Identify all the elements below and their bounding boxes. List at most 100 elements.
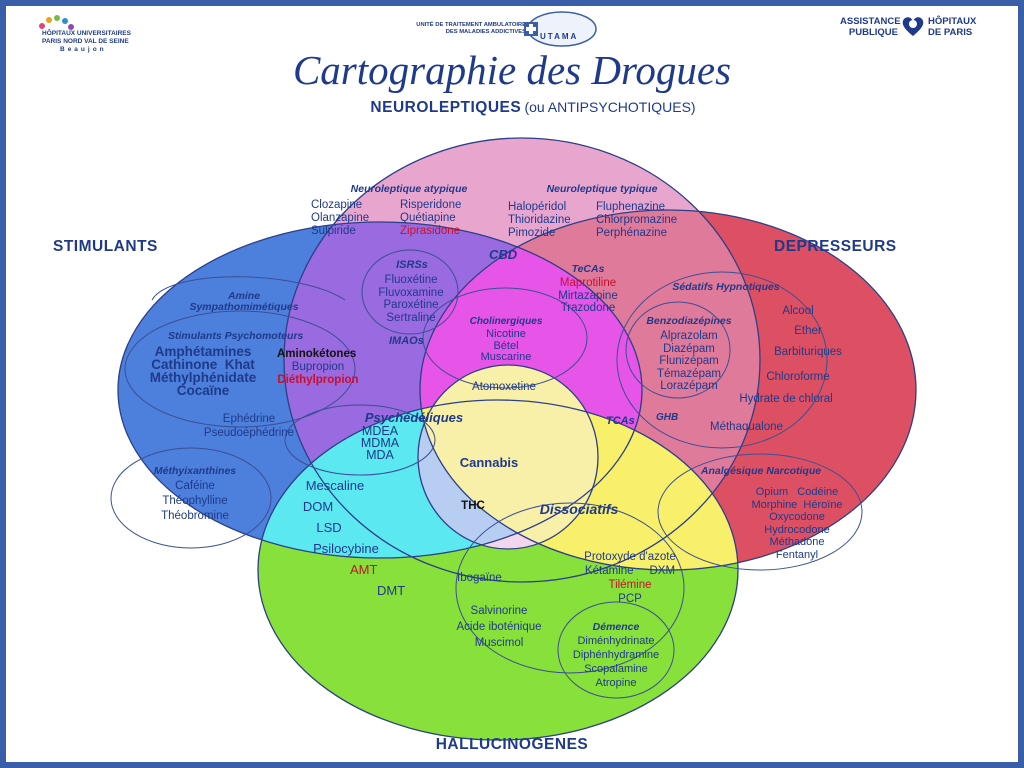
dots-logo-icon bbox=[39, 15, 74, 30]
logo-center-line1: UNITÉ DE TRAITEMENT AMBULATOIRE bbox=[416, 22, 526, 28]
drug-haloperidol: Halopéridol bbox=[508, 201, 567, 213]
drug-scopalamine: Scopalamine bbox=[584, 663, 648, 675]
benzo-header: Benzodiazépines bbox=[646, 315, 732, 327]
ephedrine-list: Ephédrine Pseudoéphédrine bbox=[204, 413, 294, 440]
drug-thioridazine: Thioridazine bbox=[508, 214, 571, 226]
outline-stimulants-psychomoteurs bbox=[124, 310, 356, 428]
outline-neuroleptiques bbox=[283, 137, 761, 583]
drug-ziprasidone: Ziprasidone bbox=[400, 225, 461, 237]
drug-acide-ibotenique: Acide iboténique bbox=[456, 621, 542, 633]
drug-cafeine: Caféine bbox=[175, 480, 215, 492]
drug-betel: Bétel bbox=[493, 339, 519, 352]
outline-hallucinogenes bbox=[257, 399, 739, 741]
outline-sedatifs bbox=[616, 271, 828, 449]
drug-risperidone: Risperidone bbox=[400, 199, 462, 211]
drug-fluvoxamine: Fluvoxamine bbox=[378, 286, 444, 299]
drug-fluoxetine: Fluoxétine bbox=[384, 274, 438, 286]
isrs-list: Fluoxétine Fluvoxamine Paroxétine Sertra… bbox=[378, 274, 443, 324]
logo-right-right1: HÔPITAUX bbox=[928, 16, 977, 27]
drug-pimozide: Pimozide bbox=[508, 227, 556, 239]
methylxanthines-header: Méthyixanthines bbox=[153, 465, 237, 477]
drug-diazepam: Diazépam bbox=[663, 342, 715, 355]
psychomoteurs-header: Stimulants Psychomoteurs bbox=[168, 330, 304, 342]
amine-header-line2: Sympathomimétiques bbox=[189, 301, 299, 313]
depr-ether: Ether bbox=[794, 325, 822, 337]
drug-theophylline: Théophylline bbox=[162, 495, 228, 507]
logo-left-line2: PARIS NORD VAL DE SEINE bbox=[42, 38, 129, 45]
logo-right-right2: DE PARIS bbox=[928, 27, 973, 38]
depr-hydrate-chloral: Hydrate de chloral bbox=[739, 393, 833, 405]
analgesique-header: Analgésique Narcotique bbox=[700, 465, 822, 477]
tecas-header: TeCAs bbox=[571, 263, 605, 275]
cholinergiques-header: Cholinergiques bbox=[469, 316, 543, 327]
drug-bupropion: Bupropion bbox=[291, 361, 345, 373]
drug-dmt: DMT bbox=[377, 583, 406, 598]
drug-lsd: LSD bbox=[316, 520, 342, 535]
outline-isrs bbox=[361, 249, 459, 335]
category-depresseurs: DEPRESSEURS bbox=[774, 238, 897, 255]
drug-amt: AMT bbox=[350, 562, 378, 577]
drug-amphetamines: Amphétamines bbox=[154, 344, 252, 359]
drug-flunizepam: Flunizépam bbox=[659, 355, 719, 367]
drug-theobromine: Théobromine bbox=[161, 510, 229, 522]
outline-methylxanthines bbox=[110, 447, 272, 549]
label-ghb: GHB bbox=[656, 412, 679, 423]
drug-alprazolam: Alprazolam bbox=[660, 330, 718, 342]
tecas-list: Maprotiline Mirtazapine Trazodone bbox=[558, 277, 617, 315]
analgesique-list: Opium Codéine Morphine Héroïne Oxycodone… bbox=[751, 486, 842, 561]
psychedeliques-list: MDEA MDMA MDA bbox=[361, 425, 399, 462]
neuro-atypique-col1: Clozapine Olanzapine Sulpiride bbox=[311, 199, 369, 238]
drug-temazepam: Témazépam bbox=[657, 367, 721, 380]
category-stimulants: STIMULANTS bbox=[53, 238, 158, 255]
drug-protoxyde-azote: Protoxyde d'azote bbox=[584, 551, 676, 563]
demence-list: Diménhydrinate Diphénhydramine Scopalami… bbox=[573, 634, 659, 690]
drug-atropine: Atropine bbox=[595, 677, 637, 689]
logo-hopitaux-universitaires: HÔPITAUX UNIVERSITAIRES PARIS NORD VAL D… bbox=[32, 14, 152, 58]
logo-center-acronym: UTAMA bbox=[540, 32, 579, 41]
drug-mescaline: Mescaline bbox=[305, 478, 365, 493]
heart-logo-icon bbox=[902, 17, 924, 36]
drug-hydrocodone: Hydrocodone bbox=[764, 523, 830, 536]
neuro-typique-col2: Fluphenazine Chlorpromazine Perphénazine bbox=[596, 201, 677, 240]
outline-depresseurs bbox=[419, 209, 917, 571]
amine-header-line1: Amine bbox=[227, 290, 261, 302]
drug-chlorpromazine: Chlorpromazine bbox=[596, 214, 678, 226]
drug-quetiapine: Quétiapine bbox=[400, 212, 456, 224]
aminocetones-list: Bupropion Diéthylpropion bbox=[277, 361, 358, 386]
drug-nicotine: Nicotine bbox=[486, 328, 526, 340]
drug-mirtazapine: Mirtazapine bbox=[558, 289, 618, 302]
logo-right-left2: PUBLIQUE bbox=[848, 27, 898, 38]
drug-diphenhydramine: Diphénhydramine bbox=[572, 649, 660, 661]
drug-trazodone: Trazodone bbox=[560, 302, 616, 314]
drug-mda: MDA bbox=[366, 448, 394, 462]
label-imaos: IMAOs bbox=[389, 335, 424, 347]
drug-olanzapine: Olanzapine bbox=[311, 212, 370, 224]
depr-methaqualone: Méthaqualone bbox=[710, 421, 783, 433]
drug-cathinone-khat: Cathinone Khat bbox=[151, 357, 255, 372]
logo-left-line1: HÔPITAUX UNIVERSITAIRES bbox=[42, 30, 131, 37]
amine-header: Amine Sympathomimétiques bbox=[189, 291, 298, 313]
drug-salvinorine: Salvinorine bbox=[470, 605, 528, 617]
drug-methadone: Méthadone bbox=[769, 536, 825, 548]
methylxanthines-list: Caféine Théophylline Théobromine bbox=[161, 479, 229, 524]
sedatifs-header: Sédatifs Hypnotiques bbox=[672, 281, 780, 293]
drug-fluphenazine: Fluphenazine bbox=[596, 201, 666, 213]
drug-perphenazine: Perphénazine bbox=[596, 227, 667, 239]
logo-left-line3: Beaujon bbox=[60, 46, 107, 53]
drug-opium-codeine: Opium Codéine bbox=[755, 486, 839, 498]
outline-psychedeliques bbox=[284, 404, 436, 476]
category-neuroleptiques: NEUROLEPTIQUES (ou ANTIPSYCHOTIQUES) bbox=[370, 99, 695, 117]
isrs-header: ISRSs bbox=[396, 259, 428, 271]
drug-sulpiride: Sulpiride bbox=[311, 225, 356, 237]
drug-sertraline: Sertraline bbox=[386, 311, 436, 324]
logo-center-line2: DES MALADIES ADDICTIVES bbox=[445, 29, 526, 35]
outline-center bbox=[417, 364, 599, 550]
depr-chloroforme: Chloroforme bbox=[766, 371, 830, 383]
drug-psilocybine: Psilocybine bbox=[313, 541, 379, 556]
drug-muscarine: Muscarine bbox=[480, 351, 532, 363]
category-hallucinogenes: HALLUCINOGENES bbox=[435, 736, 589, 753]
demence-header: Démence bbox=[592, 621, 640, 633]
psychomoteurs-list: Amphétamines Cathinone Khat Méthylphénid… bbox=[150, 344, 257, 398]
drug-dimenhydrinate: Diménhydrinate bbox=[577, 635, 655, 647]
